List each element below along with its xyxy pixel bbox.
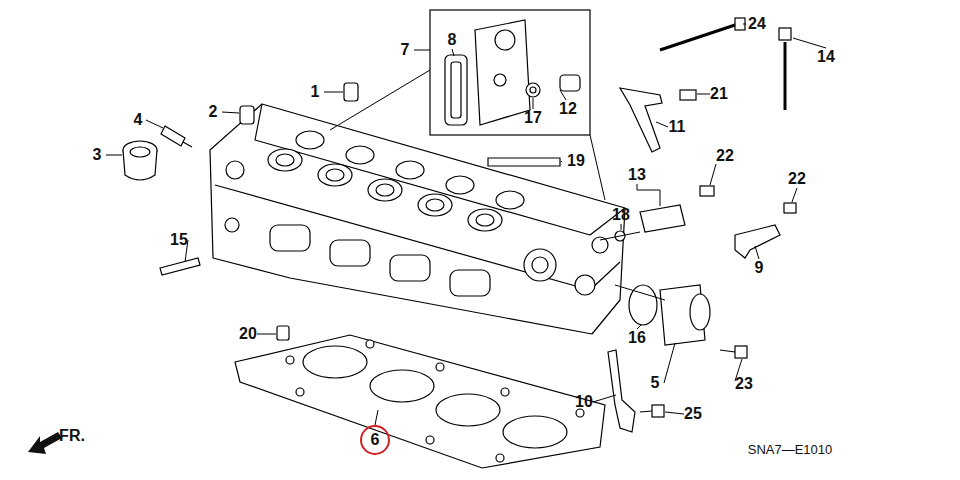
callout-number: 17 <box>524 110 542 126</box>
callout-number: 25 <box>684 406 702 422</box>
cylinder-head <box>210 104 625 334</box>
callout-number: 10 <box>575 394 593 410</box>
callout-number: 12 <box>559 101 577 117</box>
callout-number: 4 <box>134 112 143 128</box>
callout-number: 14 <box>817 49 835 65</box>
callout-number: 1 <box>311 84 320 100</box>
callout-number: 22 <box>788 171 806 187</box>
callout-number: 20 <box>239 326 257 342</box>
leader-lines <box>106 24 826 425</box>
callout-number: 5 <box>651 375 660 391</box>
callout-number: 9 <box>755 260 764 276</box>
front-arrow <box>28 432 62 454</box>
callout-number: 8 <box>448 32 457 48</box>
callout-number: 22 <box>716 148 734 164</box>
callout-number: 13 <box>628 167 646 183</box>
callout-number: 21 <box>710 86 728 102</box>
callout-number: 19 <box>567 153 585 169</box>
callout-number: 16 <box>628 330 646 346</box>
callout-number: 15 <box>170 232 188 248</box>
diagram-code: SNA7—E1010 <box>748 443 833 456</box>
callout-number: 7 <box>401 42 410 58</box>
small-parts <box>123 10 796 432</box>
callout-number: 6 <box>371 432 380 448</box>
callout-number: 2 <box>209 104 218 120</box>
head-gasket <box>235 335 605 468</box>
callout-number: 11 <box>669 119 686 135</box>
direction-label: FR. <box>59 428 85 444</box>
callout-number: 24 <box>748 16 766 32</box>
highlight-ring <box>361 426 389 454</box>
callout-number: 18 <box>612 207 630 223</box>
callout-number: 3 <box>93 147 102 163</box>
callout-number: 23 <box>735 376 753 392</box>
